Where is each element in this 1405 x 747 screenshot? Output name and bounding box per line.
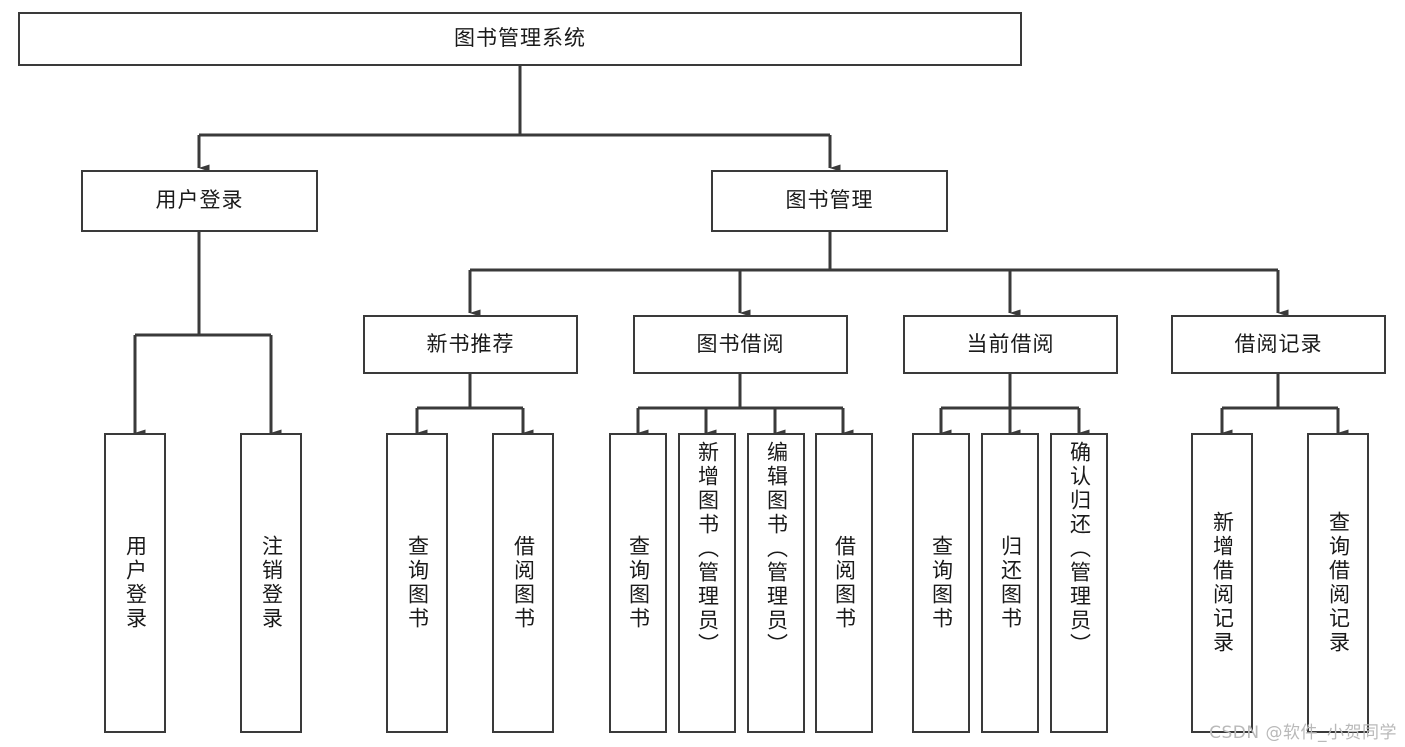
- node-borrow-record-label: 借阅记录: [1234, 331, 1323, 356]
- node-current-borrow[interactable]: 当前借阅: [903, 315, 1118, 374]
- node-leaf-query-record-label: 查询借阅记录: [1326, 511, 1351, 655]
- node-new-book-recommend-label: 新书推荐: [426, 331, 515, 356]
- node-leaf-query-book-3-label: 查询图书: [929, 535, 954, 631]
- node-leaf-return-book-label: 归还图书: [998, 535, 1023, 631]
- node-leaf-add-book[interactable]: 新增图书（管理员）: [678, 433, 736, 733]
- watermark: CSDN @软件_小贺同学: [1209, 723, 1397, 743]
- node-user-login[interactable]: 用户登录: [81, 170, 318, 232]
- node-leaf-user-login[interactable]: 用户登录: [104, 433, 166, 733]
- node-root[interactable]: 图书管理系统: [18, 12, 1022, 66]
- node-book-borrow-label: 图书借阅: [696, 331, 785, 356]
- node-leaf-query-book-1-label: 查询图书: [405, 535, 430, 631]
- node-book-manage[interactable]: 图书管理: [711, 170, 948, 232]
- node-leaf-add-record-label: 新增借阅记录: [1210, 511, 1235, 655]
- node-borrow-record[interactable]: 借阅记录: [1171, 315, 1386, 374]
- node-leaf-confirm-return-label: 确认归还（管理员）: [1067, 441, 1092, 657]
- node-leaf-query-book-2-label: 查询图书: [626, 535, 651, 631]
- node-new-book-recommend[interactable]: 新书推荐: [363, 315, 578, 374]
- node-root-label: 图书管理系统: [454, 26, 586, 51]
- node-leaf-return-book[interactable]: 归还图书: [981, 433, 1039, 733]
- node-leaf-query-book-2[interactable]: 查询图书: [609, 433, 667, 733]
- node-leaf-borrow-book-2-label: 借阅图书: [832, 535, 857, 631]
- node-book-manage-label: 图书管理: [785, 188, 874, 213]
- node-current-borrow-label: 当前借阅: [966, 331, 1055, 356]
- node-leaf-confirm-return[interactable]: 确认归还（管理员）: [1050, 433, 1108, 733]
- node-leaf-edit-book-label: 编辑图书（管理员）: [764, 441, 789, 657]
- node-leaf-user-logout-label: 注销登录: [259, 535, 284, 631]
- node-leaf-query-book-3[interactable]: 查询图书: [912, 433, 970, 733]
- node-user-login-label: 用户登录: [155, 188, 244, 213]
- node-leaf-add-record[interactable]: 新增借阅记录: [1191, 433, 1253, 733]
- node-book-borrow[interactable]: 图书借阅: [633, 315, 848, 374]
- node-leaf-borrow-book-2[interactable]: 借阅图书: [815, 433, 873, 733]
- node-leaf-query-book-1[interactable]: 查询图书: [386, 433, 448, 733]
- node-leaf-user-login-label: 用户登录: [123, 535, 148, 631]
- node-leaf-query-record[interactable]: 查询借阅记录: [1307, 433, 1369, 733]
- node-leaf-add-book-label: 新增图书（管理员）: [695, 441, 720, 657]
- node-leaf-edit-book[interactable]: 编辑图书（管理员）: [747, 433, 805, 733]
- node-leaf-borrow-book-1-label: 借阅图书: [511, 535, 536, 631]
- node-leaf-borrow-book-1[interactable]: 借阅图书: [492, 433, 554, 733]
- node-leaf-user-logout[interactable]: 注销登录: [240, 433, 302, 733]
